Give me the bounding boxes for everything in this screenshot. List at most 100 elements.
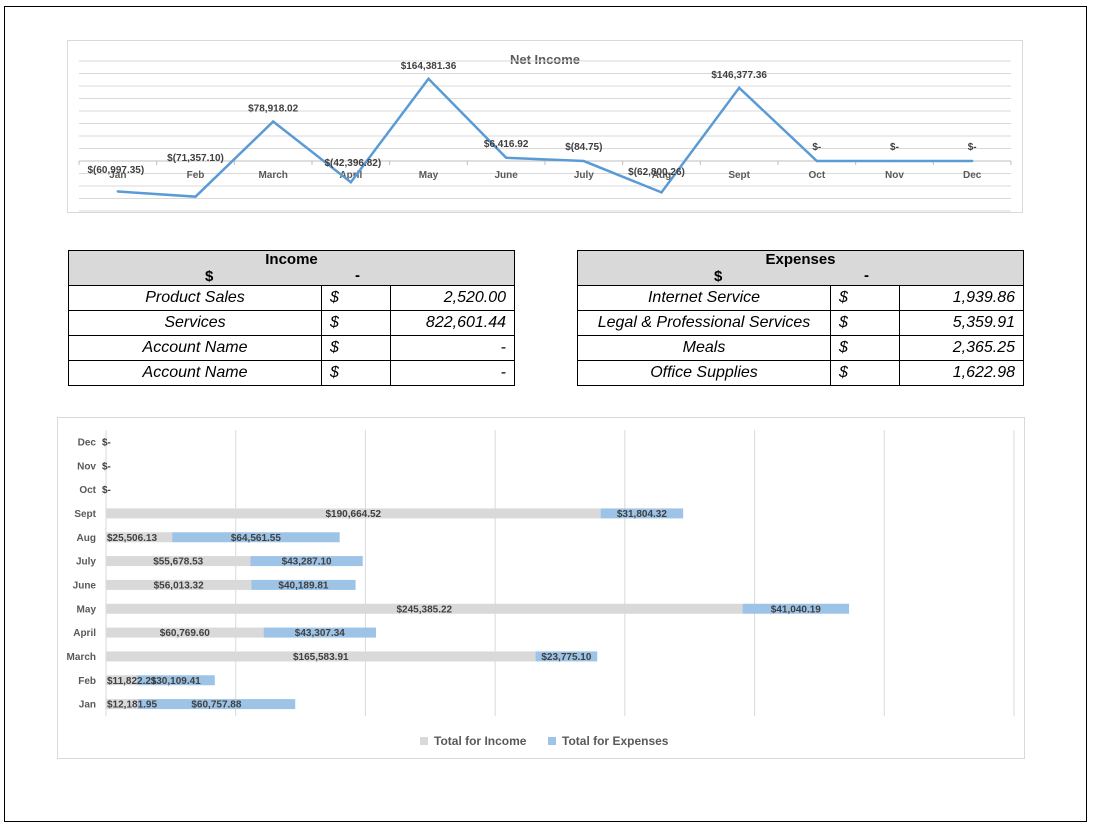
legend-label-expenses: Total for Expenses [562, 734, 669, 748]
expenses-table-title: Expenses [765, 251, 836, 268]
expenses-table: Expenses $ - Internet Service $ 1,939.86… [577, 250, 1024, 386]
income-bar [106, 675, 137, 686]
data-label: $41,040.19 [771, 604, 821, 615]
income-row-amount[interactable]: - [390, 360, 515, 386]
expense-bar [136, 675, 215, 686]
data-point [271, 120, 275, 123]
income-row-name[interactable]: Account Name [68, 335, 322, 361]
data-label: $- [890, 142, 899, 153]
expense-row-name[interactable]: Meals [577, 335, 831, 361]
income-table: Income $ - Product Sales $ 2,520.00 Serv… [68, 250, 515, 386]
income-expenses-bar-chart-svg: Jan$12,181.95$60,757.88Feb$11,822.21$30,… [67, 430, 1015, 748]
data-label: $- [968, 142, 977, 153]
y-tick-label: May [77, 604, 97, 615]
expense-bar [137, 699, 296, 710]
data-label: $(62,800.26) [628, 167, 685, 178]
income-row-currency[interactable]: $ [321, 310, 391, 336]
data-label: $- [812, 142, 821, 153]
x-tick-label: Nov [885, 170, 904, 181]
chart-title: Net Income [510, 52, 580, 67]
data-label: $78,918.02 [248, 104, 298, 115]
data-point [970, 159, 974, 163]
x-tick-label: March [258, 170, 287, 181]
expense-row-name[interactable]: Internet Service [577, 285, 831, 311]
x-tick-label: Feb [187, 170, 205, 181]
x-tick-label: Oct [808, 170, 825, 181]
income-row-currency[interactable]: $ [321, 335, 391, 361]
x-tick-label: May [419, 170, 439, 181]
data-label: $12,181.95 [107, 700, 157, 711]
table-row: Account Name $ - [68, 335, 515, 361]
income-header-dash: - [355, 267, 360, 284]
income-bar [106, 508, 601, 519]
data-point [660, 191, 663, 194]
table-row: Account Name $ - [68, 360, 515, 386]
data-label: $(84.75) [565, 142, 602, 153]
data-label: $(42,396.82) [324, 158, 381, 169]
data-label: $165,583.91 [293, 652, 349, 663]
income-row-name[interactable]: Services [68, 310, 322, 336]
data-label: $146,377.36 [711, 70, 767, 81]
y-tick-label: Dec [78, 437, 97, 448]
table-row: Office Supplies $ 1,622.98 [577, 360, 1024, 386]
expense-row-name[interactable]: Office Supplies [577, 360, 831, 386]
page-frame [4, 6, 1087, 822]
data-point [893, 159, 896, 163]
x-tick-label: June [494, 170, 518, 181]
income-bar [106, 627, 264, 638]
data-label: $- [102, 485, 111, 496]
income-row-name[interactable]: Account Name [68, 360, 322, 386]
expense-row-name[interactable]: Legal & Professional Services [577, 310, 831, 336]
expense-row-currency[interactable]: $ [830, 335, 900, 361]
data-label: $40,189.81 [278, 580, 328, 591]
income-header-row: Income $ - [68, 250, 515, 286]
y-tick-label: July [76, 557, 96, 568]
net-income-line [117, 76, 973, 198]
expense-bar [251, 579, 356, 590]
x-tick-label: Aug [652, 170, 671, 181]
data-point [815, 159, 819, 163]
expense-row-amount[interactable]: 1,939.86 [899, 285, 1024, 311]
data-label: $164,381.36 [401, 61, 457, 72]
data-point [504, 156, 508, 159]
expense-row-amount[interactable]: 1,622.98 [899, 360, 1024, 386]
expense-bar [172, 532, 340, 543]
table-row: Services $ 822,601.44 [68, 310, 515, 336]
expense-bar [600, 508, 684, 519]
income-header-currency: $ [205, 268, 214, 285]
legend-swatch-income [420, 737, 428, 745]
income-row-currency[interactable]: $ [321, 285, 391, 311]
data-point [427, 77, 430, 81]
income-row-amount[interactable]: 2,520.00 [390, 285, 515, 311]
expense-bar [250, 556, 363, 567]
data-point [194, 195, 197, 198]
expenses-header-currency: $ [714, 268, 723, 285]
data-label: $(71,357.10) [167, 153, 224, 164]
expense-row-currency[interactable]: $ [830, 360, 900, 386]
y-tick-label: Sept [74, 509, 96, 520]
data-label: $- [102, 461, 111, 472]
income-row-amount[interactable]: 822,601.44 [390, 310, 515, 336]
data-label: $43,287.10 [282, 557, 332, 568]
data-label: $64,561.55 [231, 533, 281, 544]
data-label: $(60,997.35) [87, 165, 144, 176]
data-point [582, 159, 586, 163]
expense-row-currency[interactable]: $ [830, 310, 900, 336]
income-row-amount[interactable]: - [390, 335, 515, 361]
y-tick-label: Jan [79, 700, 96, 711]
expense-row-amount[interactable]: 2,365.25 [899, 335, 1024, 361]
income-row-currency[interactable]: $ [321, 360, 391, 386]
x-tick-label: Jan [109, 170, 126, 181]
y-tick-label: Nov [77, 461, 96, 472]
income-row-name[interactable]: Product Sales [68, 285, 322, 311]
expense-row-amount[interactable]: 5,359.91 [899, 310, 1024, 336]
income-bar [106, 651, 536, 662]
expense-row-currency[interactable]: $ [830, 285, 900, 311]
expense-bar [535, 651, 598, 662]
data-point [116, 190, 120, 193]
y-tick-label: April [73, 628, 96, 639]
expenses-header-row: Expenses $ - [577, 250, 1024, 286]
